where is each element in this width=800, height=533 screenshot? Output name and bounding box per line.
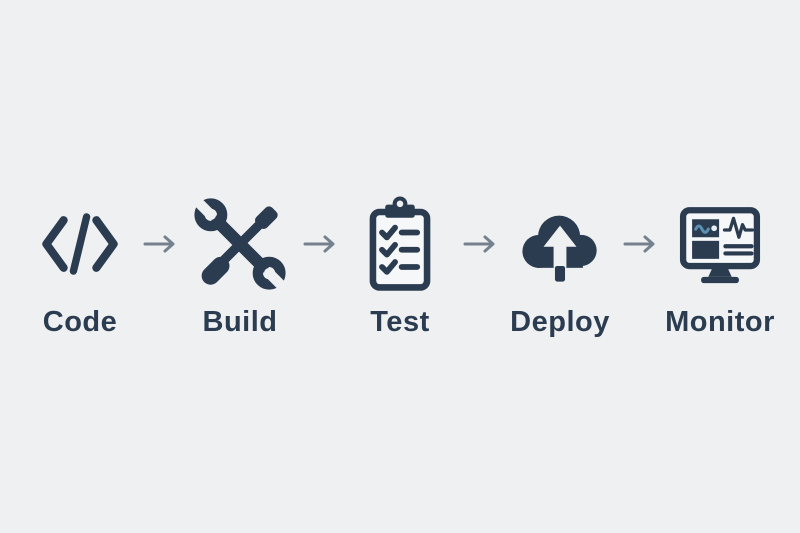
cloud-upload-icon	[510, 194, 610, 294]
stage-deploy: Deploy	[499, 194, 621, 339]
flow-arrow-icon	[621, 194, 659, 294]
stage-code: Code	[19, 194, 141, 339]
flow-arrow-icon	[301, 194, 339, 294]
monitor-dashboard-icon	[670, 194, 770, 294]
stage-monitor: Monitor	[659, 194, 781, 339]
stage-test: Test	[339, 194, 461, 339]
wrench-screwdriver-icon	[190, 194, 290, 294]
code-brackets-icon	[30, 194, 130, 294]
stage-build: Build	[179, 194, 301, 339]
flow-arrow-icon	[141, 194, 179, 294]
stage-label: Build	[202, 306, 278, 338]
checklist-clipboard-icon	[350, 194, 450, 294]
stage-label: Deploy	[510, 306, 610, 338]
flow-arrow-icon	[461, 194, 499, 294]
stage-label: Monitor	[665, 306, 775, 338]
pipeline-row: Code	[19, 194, 781, 339]
stage-label: Test	[370, 306, 430, 338]
stage-label: Code	[42, 306, 118, 338]
